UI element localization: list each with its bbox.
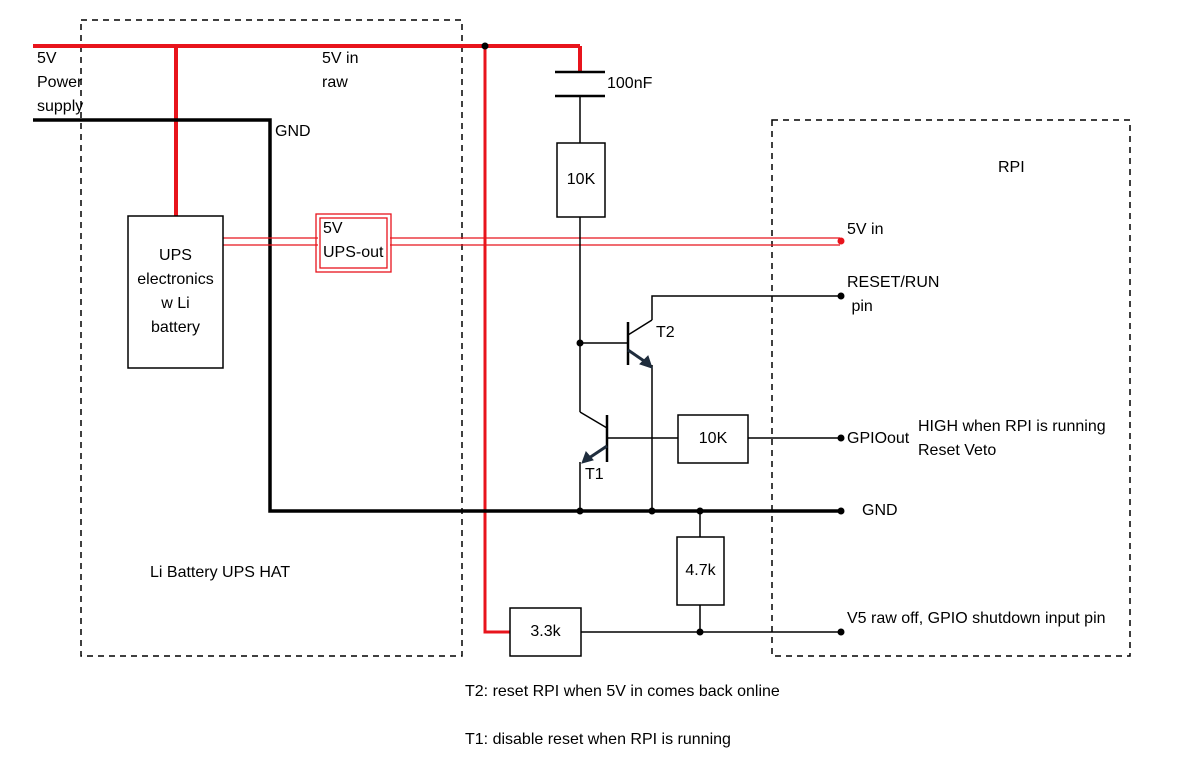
pin-reset-dot (837, 292, 845, 300)
ups-out-label: 5V UPS-out (323, 220, 384, 261)
gnd-top-label: GND (275, 123, 311, 140)
ups-electronics-block (127, 215, 224, 369)
hat-label: Li Battery UPS HAT (150, 564, 291, 581)
raw-5v-line (483, 46, 510, 634)
resistor-3-3k-label: 3.3k (530, 623, 561, 640)
pin-shutdown-label: V5 raw off, GPIO shutdown input pin (847, 610, 1106, 627)
gnd-rail (33, 118, 840, 513)
t1-label: T1 (585, 466, 604, 483)
pin-gpio-out-label: GPIOout (847, 430, 910, 447)
gnd-right-label: GND (862, 502, 898, 519)
transistor-t1 (579, 411, 609, 464)
t2-label: T2 (656, 324, 675, 341)
capacitor-100nf (555, 70, 605, 143)
ups-hat-boundary (80, 19, 463, 657)
pin-5v-in-dot (837, 237, 845, 245)
capacitor-label: 100nF (607, 75, 653, 92)
pin-reset-label: RESET/RUN pin (847, 274, 940, 315)
signal-wires (579, 217, 840, 633)
rpi-boundary (771, 119, 1131, 657)
resistor-10k-mid-label: 10K (698, 430, 728, 447)
supply-label: 5V Power supply (37, 50, 84, 115)
ups-block-label: UPS electronics w Li battery (137, 247, 214, 336)
resistor-10k-top-label: 10K (566, 171, 596, 188)
pin-5v-in-label: 5V in (847, 221, 884, 238)
note-t1: T1: disable reset when RPI is running (465, 731, 731, 748)
pin-gpio-out-dot (837, 434, 845, 442)
supply-5v-rail (33, 44, 582, 216)
v5-raw-label: 5V in raw (322, 50, 359, 91)
resistor-10k-top (556, 142, 606, 218)
pin-shutdown-dot (837, 628, 845, 636)
ups-out-double-line (223, 213, 840, 273)
resistor-10k-mid (677, 414, 749, 464)
transistor-t2 (626, 319, 653, 369)
resistor-4-7k-label: 4.7k (685, 562, 716, 579)
gpio-note-label: HIGH when RPI is running Reset Veto (918, 418, 1106, 459)
rpi-label: RPI (998, 159, 1025, 176)
pin-gnd-dot (837, 507, 845, 515)
note-t2: T2: reset RPI when 5V in comes back onli… (465, 683, 780, 700)
junction-dots (481, 42, 704, 636)
